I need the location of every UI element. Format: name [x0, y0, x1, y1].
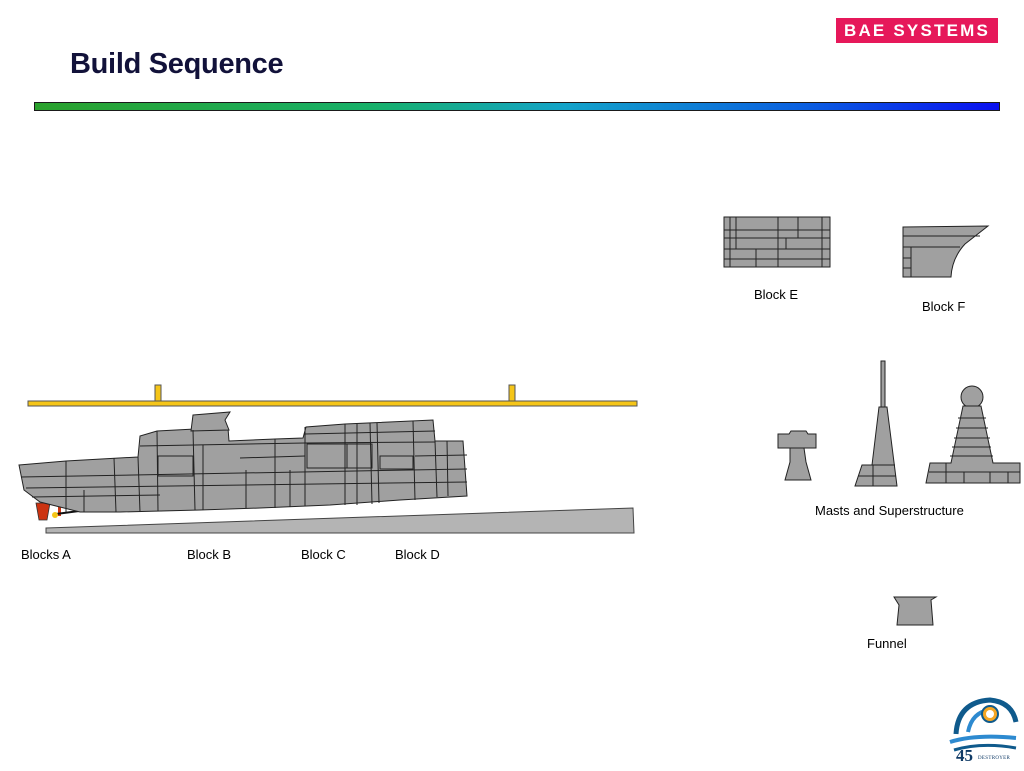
radar-tower: [925, 385, 1021, 484]
small-mast: [777, 430, 817, 481]
title-rule-bar: [34, 102, 1000, 111]
label-block-d: Block D: [395, 547, 440, 562]
emblem-caption: DESTROYER: [978, 756, 1011, 761]
label-block-c: Block C: [301, 547, 346, 562]
label-block-b: Block B: [187, 547, 232, 562]
hull-outline: [18, 419, 468, 513]
slipway: [45, 507, 635, 534]
emblem-number: 45: [956, 746, 973, 765]
block-f: [902, 225, 990, 278]
label-block-f: Block F: [922, 299, 966, 314]
label-block-e: Block E: [754, 287, 799, 302]
crane-beam: [27, 384, 638, 407]
ship-hull: [18, 411, 468, 513]
funnel-block: [893, 596, 938, 626]
page-title: Build Sequence: [70, 48, 284, 80]
type-45-destroyer-emblem: 45 DESTROYER: [946, 694, 1020, 766]
label-funnel: Funnel: [867, 636, 907, 651]
main-mast: [854, 360, 898, 487]
label-blocks-a: Blocks A: [21, 547, 71, 562]
bridge-structure: [190, 411, 231, 432]
bae-systems-logo: BAE SYSTEMS: [836, 18, 998, 43]
label-masts-superstructure: Masts and Superstructure: [815, 503, 964, 518]
block-e: [723, 216, 831, 268]
